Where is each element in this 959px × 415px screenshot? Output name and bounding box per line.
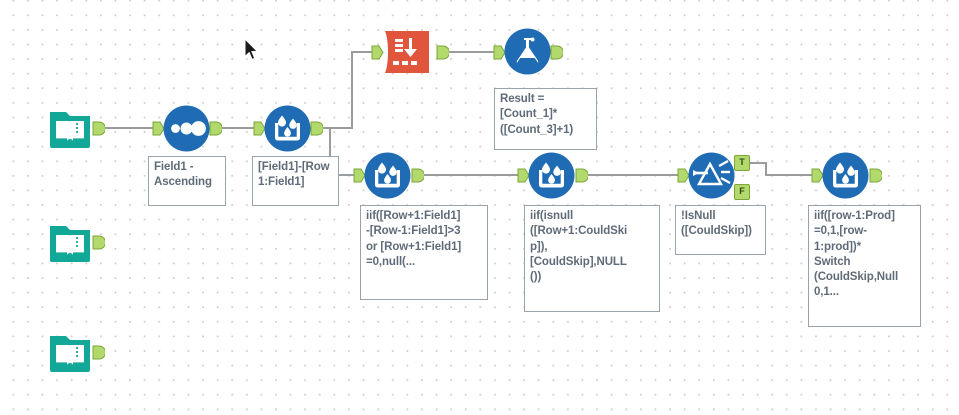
output-anchor-mrf-4[interactable] <box>869 168 882 183</box>
input-anchor-mrf-3[interactable] <box>517 168 530 183</box>
output-anchor-mrf-3[interactable] <box>575 168 588 183</box>
input-data-tool-1[interactable] <box>46 104 94 152</box>
output-anchor-filter-false[interactable]: F <box>734 184 750 200</box>
filter-prism-icon <box>688 152 735 199</box>
input-anchor-mrf-1[interactable] <box>253 121 266 136</box>
input-anchor-mrf-4[interactable] <box>811 168 824 183</box>
sort-tool[interactable] <box>163 105 210 152</box>
input-anchor-mrf-2[interactable] <box>353 168 366 183</box>
multi-row-formula-icon <box>364 152 411 199</box>
output-anchor-sort[interactable] <box>209 121 222 136</box>
sort-dots-icon <box>163 105 210 152</box>
input-anchor-filter[interactable] <box>677 168 690 183</box>
input-data-tool-2[interactable] <box>46 218 94 266</box>
filter-tool[interactable] <box>688 152 735 199</box>
multi-row-formula-icon <box>528 152 575 199</box>
book-icon <box>50 112 90 148</box>
multi-row-formula-tool-4[interactable] <box>822 152 869 199</box>
book-icon <box>50 336 90 372</box>
annotation-filter: !IsNull ([CouldSkip]) <box>675 205 766 255</box>
output-anchor-mrf-1[interactable] <box>310 121 323 136</box>
annotation-multi-row-3: iif(isnull ([Row+1:CouldSki p]), [CouldS… <box>524 205 660 312</box>
multi-row-formula-tool-2[interactable] <box>364 152 411 199</box>
multi-row-formula-tool-3[interactable] <box>528 152 575 199</box>
annotation-multi-row-4: iif([row-1:Prod] =0,1,[row- 1:prod])* Sw… <box>808 205 921 327</box>
summarize-icon <box>385 31 429 73</box>
annotation-multi-row-2: iif([Row+1:Field1] -[Row-1:Field1]>3 or … <box>360 205 488 300</box>
output-anchor-input-1[interactable] <box>92 121 105 136</box>
output-anchor-mrf-2[interactable] <box>411 168 424 183</box>
output-anchor-input-2[interactable] <box>92 235 105 250</box>
output-anchor-summarize[interactable] <box>436 45 449 60</box>
output-anchor-filter-true[interactable]: T <box>734 155 750 171</box>
flask-icon <box>504 28 551 75</box>
annotation-multi-row-1: [Field1]-[Row 1:Field1] <box>252 156 339 206</box>
input-anchor-summarize[interactable] <box>371 45 384 60</box>
input-data-tool-3[interactable] <box>46 328 94 376</box>
multi-row-formula-tool-1[interactable] <box>264 105 311 152</box>
multi-row-formula-icon <box>822 152 869 199</box>
output-anchor-input-3[interactable] <box>92 345 105 360</box>
summarize-tool[interactable] <box>382 28 432 76</box>
mouse-pointer <box>244 37 260 62</box>
input-anchor-formula[interactable] <box>493 45 506 60</box>
annotation-sort: Field1 - Ascending <box>148 156 226 206</box>
book-icon <box>50 226 90 262</box>
annotation-formula: Result = [Count_1]* ([Count_3]+1) <box>494 88 597 150</box>
input-anchor-sort[interactable] <box>152 121 165 136</box>
output-anchor-formula[interactable] <box>550 45 563 60</box>
formula-tool[interactable] <box>504 28 551 75</box>
multi-row-formula-icon <box>264 105 311 152</box>
